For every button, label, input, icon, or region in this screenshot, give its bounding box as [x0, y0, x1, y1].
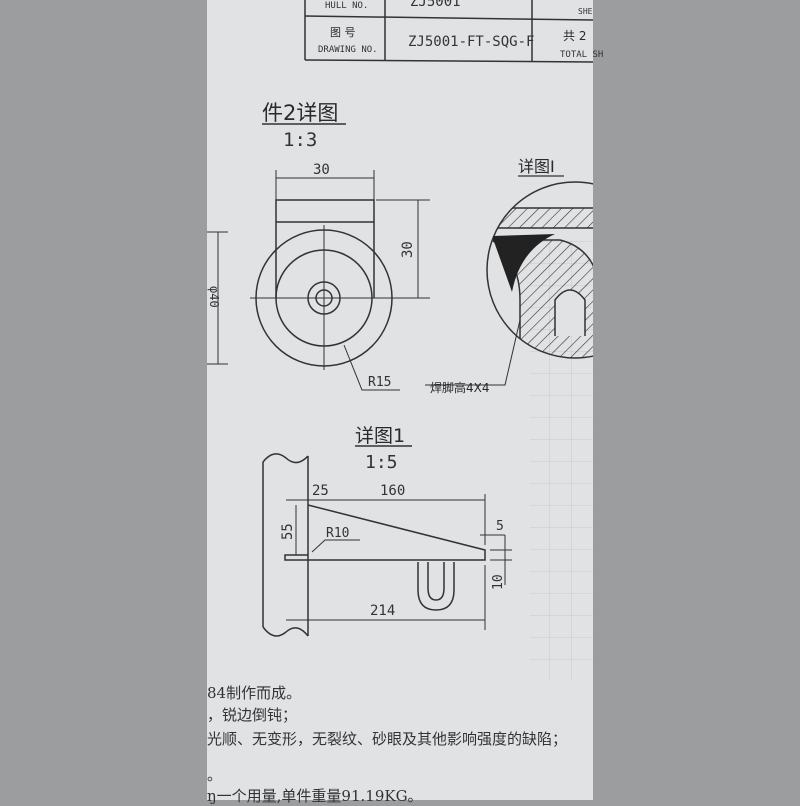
- drawing-label-cn: 图 号: [330, 26, 356, 39]
- sheet-label: SHE: [578, 7, 593, 16]
- detail-I-title: 详图I: [518, 157, 555, 176]
- dim-10: 10: [491, 574, 506, 590]
- note-line-4: 。: [207, 766, 223, 784]
- part2-scale: 1:3: [283, 129, 317, 151]
- note-line-2: ，锐边倒钝；: [207, 706, 298, 724]
- detail-I-view: [425, 181, 593, 386]
- dim-diameter: φ40: [207, 286, 221, 308]
- weld-note: 焊脚高4X4: [430, 380, 490, 395]
- hull-value: ZJ5001: [410, 0, 461, 10]
- dim-55: 55: [280, 523, 296, 540]
- dim-5: 5: [496, 519, 504, 534]
- hull-label: HULL NO.: [325, 1, 368, 11]
- part2-title: 件2详图: [262, 101, 338, 125]
- dim-width-30: 30: [313, 162, 330, 178]
- title-block: [304, 0, 594, 63]
- detail-1-scale: 1:5: [365, 452, 398, 473]
- detail-1-title: 详图1: [355, 425, 405, 447]
- dim-height-30: 30: [400, 241, 416, 258]
- dim-radius-r15: R15: [368, 375, 391, 390]
- drawing-sheet: [207, 0, 593, 800]
- note-line-1: 84制作而成。: [207, 684, 302, 702]
- dim-160: 160: [380, 483, 405, 499]
- drawing-number: ZJ5001-FT-SQG-F: [408, 34, 534, 50]
- dim-r10: R10: [326, 526, 349, 541]
- total-cn: 共 2: [563, 29, 586, 43]
- drawing-label: DRAWING NO.: [318, 45, 378, 55]
- part2-view: [207, 170, 430, 391]
- detail-1-view: [262, 453, 512, 637]
- note-line-3: 光顺、无变形，无裂纹、砂眼及其他影响强度的缺陷；: [207, 730, 568, 748]
- dim-214: 214: [370, 603, 395, 619]
- dim-25: 25: [312, 483, 329, 499]
- note-line-5: ŋ一个用量,单件重量91.19KG。: [207, 787, 423, 805]
- total-label: TOTAL SH: [560, 50, 603, 60]
